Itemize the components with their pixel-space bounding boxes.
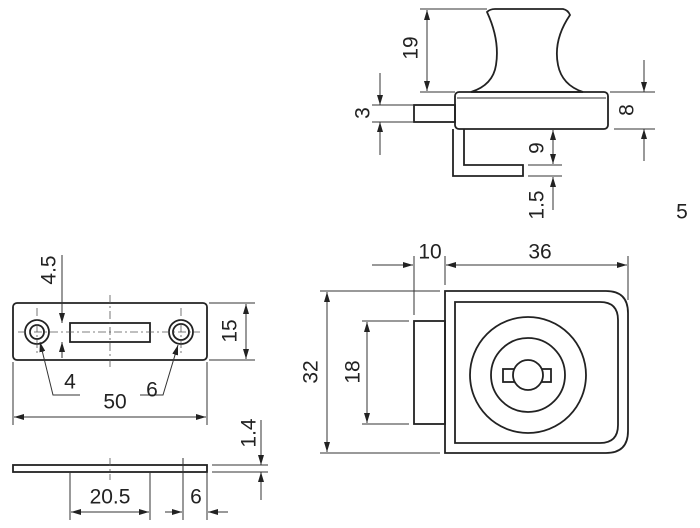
knob bbox=[470, 8, 584, 93]
dim-36: 36 bbox=[528, 241, 551, 264]
dim-6-hole: 6 bbox=[146, 379, 158, 402]
dim-9: 9 bbox=[526, 142, 549, 154]
dim-1-5: 1.5 bbox=[526, 190, 549, 219]
hook bbox=[452, 129, 524, 177]
lock-cylinder bbox=[490, 337, 566, 413]
dim-4: 4 bbox=[64, 371, 76, 394]
dim-15: 15 bbox=[219, 319, 242, 342]
figure-number: 5 bbox=[676, 201, 688, 224]
dim-3: 3 bbox=[352, 107, 375, 119]
dim-6-edge: 6 bbox=[190, 486, 202, 509]
lock-body bbox=[444, 290, 629, 454]
dim-19: 19 bbox=[400, 36, 423, 59]
lock-front-view: 10 36 32 18 bbox=[300, 241, 629, 454]
dim-4-5: 4.5 bbox=[38, 255, 61, 284]
strike-plate-front: 4.5 15 4 6 50 bbox=[12, 255, 255, 425]
dim-18: 18 bbox=[342, 360, 365, 383]
strike-plate-side: 20.5 6 1.4 bbox=[12, 418, 268, 520]
dim-10: 10 bbox=[418, 241, 441, 264]
dim-1-4: 1.4 bbox=[238, 418, 261, 448]
lock-rosette bbox=[469, 316, 587, 434]
lock-side-view: 19 3 8 9 1.5 bbox=[352, 8, 655, 220]
pin bbox=[413, 104, 456, 123]
dim-50: 50 bbox=[103, 391, 126, 414]
dim-20-5: 20.5 bbox=[90, 486, 131, 509]
dim-32: 32 bbox=[300, 360, 323, 383]
protrusion bbox=[413, 320, 446, 425]
dim-8: 8 bbox=[616, 104, 639, 116]
